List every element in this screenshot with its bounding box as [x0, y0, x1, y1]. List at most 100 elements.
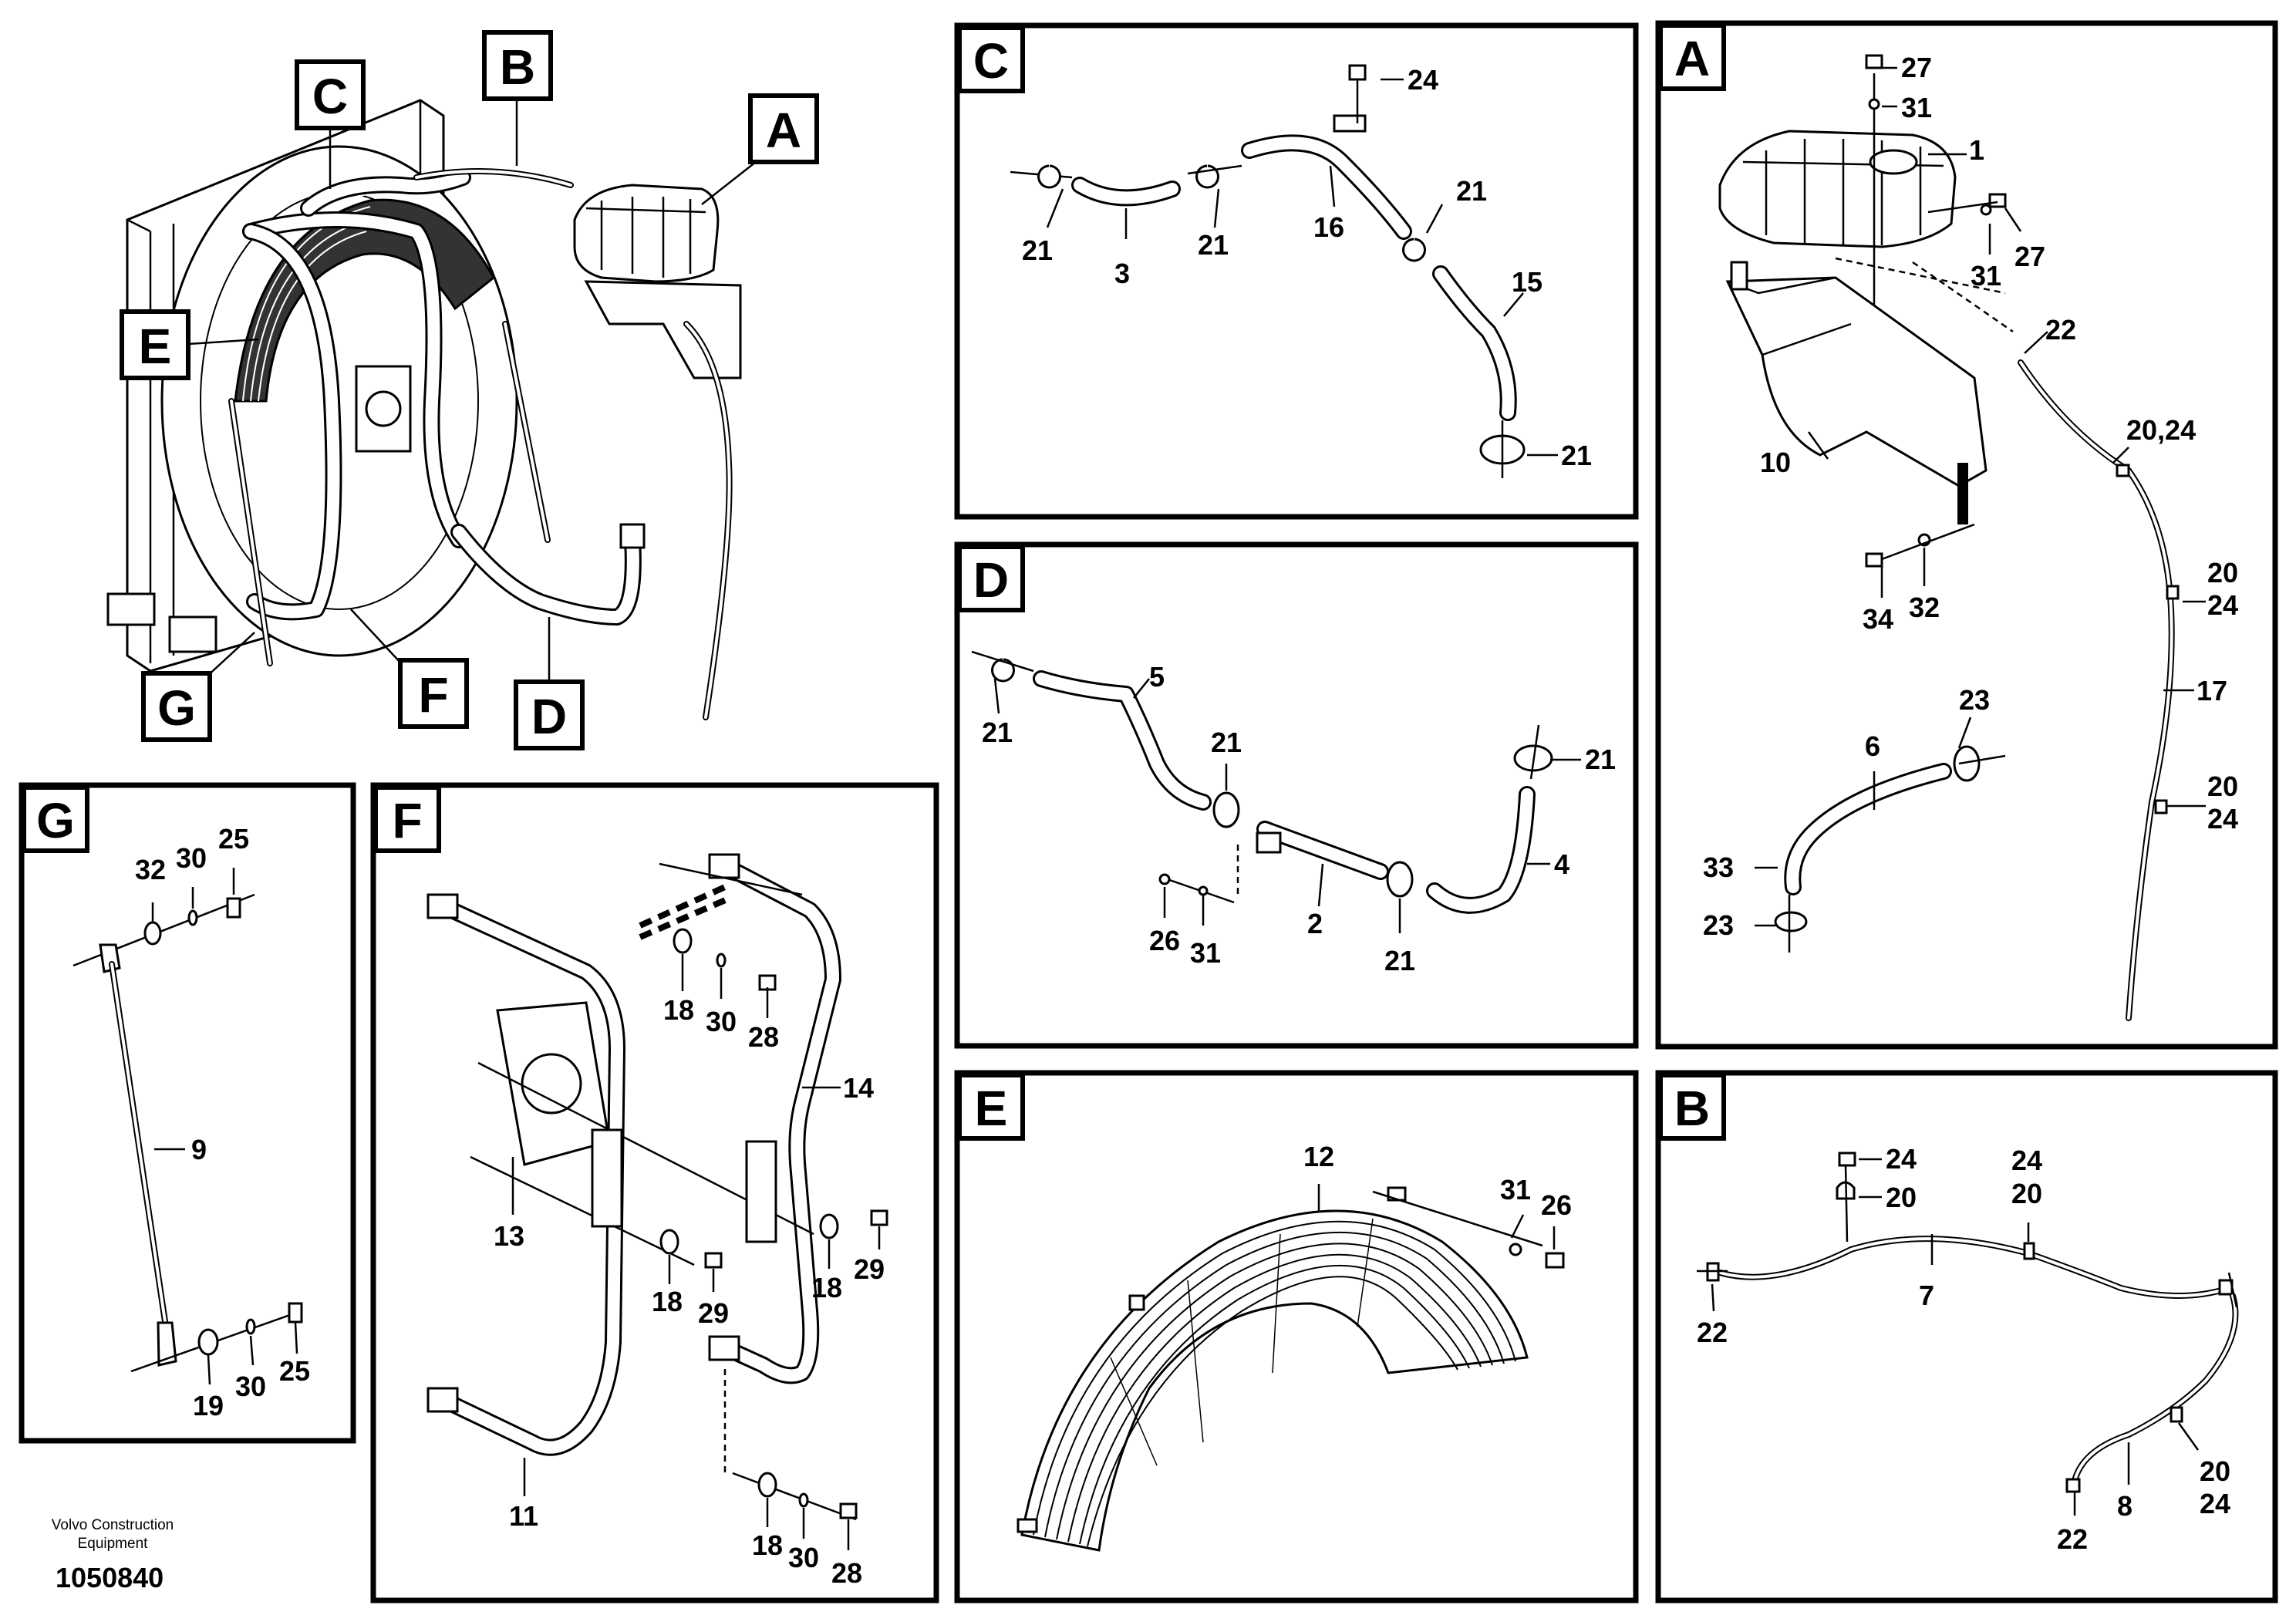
svg-text:21: 21 [1022, 234, 1053, 266]
panel-tag-e [957, 1073, 1025, 1141]
callout-letter-b: B [500, 39, 535, 95]
svg-text:2: 2 [1307, 908, 1323, 939]
svg-text:16: 16 [1313, 211, 1344, 243]
svg-text:31: 31 [1190, 937, 1221, 969]
svg-text:22: 22 [1697, 1317, 1728, 1348]
svg-text:22: 22 [2045, 314, 2076, 346]
svg-text:21: 21 [1585, 744, 1616, 775]
svg-text:17: 17 [2197, 675, 2227, 706]
svg-text:29: 29 [854, 1253, 885, 1285]
svg-text:20: 20 [1886, 1182, 1917, 1213]
footer: Volvo Construction Equipment 1050840 [52, 1517, 174, 1593]
svg-text:4: 4 [1554, 848, 1569, 880]
svg-text:23: 23 [1959, 684, 1990, 716]
callout-tag-b[interactable] [482, 30, 553, 101]
svg-text:F: F [392, 793, 422, 848]
panel-tag-d [957, 545, 1025, 612]
panel-g: G 32 30 25 9 19 30 25 [19, 782, 356, 1444]
callout-letter-e: E [139, 319, 172, 374]
svg-text:21: 21 [1211, 727, 1242, 758]
callout-tag-f[interactable] [398, 658, 469, 729]
svg-text:5: 5 [1149, 661, 1165, 693]
svg-text:33: 33 [1703, 851, 1734, 883]
svg-text:6: 6 [1865, 730, 1880, 762]
svg-text:9: 9 [191, 1134, 207, 1165]
callout-letter-d: D [531, 689, 567, 744]
svg-text:30: 30 [176, 842, 207, 874]
svg-text:26: 26 [1541, 1189, 1572, 1221]
svg-text:D: D [973, 552, 1009, 608]
overview-assembly [106, 99, 742, 720]
svg-text:21: 21 [1456, 175, 1487, 207]
svg-text:20: 20 [2207, 557, 2238, 588]
svg-text:29: 29 [698, 1297, 729, 1329]
brand-line-1: Volvo Construction [52, 1517, 174, 1533]
svg-text:27: 27 [2014, 241, 2045, 272]
panel-b: B 24 20 24 20 22 7 20 24 22 8 [1655, 1070, 2278, 1603]
svg-text:31: 31 [1500, 1174, 1531, 1206]
svg-text:7: 7 [1919, 1280, 1934, 1311]
overview-callouts: C B A E G F D [120, 30, 819, 750]
svg-text:12: 12 [1303, 1141, 1334, 1172]
svg-text:24: 24 [2011, 1145, 2042, 1176]
svg-text:B: B [1674, 1081, 1710, 1136]
callout-tag-g[interactable] [141, 671, 212, 742]
svg-text:18: 18 [752, 1529, 783, 1561]
svg-text:30: 30 [788, 1542, 819, 1573]
panel-tag-b [1658, 1073, 1726, 1141]
svg-text:30: 30 [706, 1006, 737, 1037]
svg-text:18: 18 [652, 1286, 683, 1317]
svg-text:G: G [36, 793, 75, 848]
panel-f: F [370, 782, 939, 1603]
svg-text:24: 24 [1408, 64, 1438, 96]
svg-text:1: 1 [1969, 134, 1984, 166]
svg-text:20: 20 [2207, 771, 2238, 802]
svg-text:25: 25 [218, 823, 249, 855]
svg-text:10: 10 [1760, 447, 1791, 478]
svg-text:34: 34 [1863, 603, 1893, 635]
svg-text:8: 8 [2117, 1490, 2132, 1522]
svg-text:28: 28 [831, 1557, 862, 1589]
callout-letter-c: C [312, 69, 348, 124]
callout-letter-f: F [418, 667, 448, 723]
svg-text:20: 20 [2011, 1178, 2042, 1209]
svg-text:21: 21 [1198, 229, 1229, 261]
svg-text:24: 24 [2207, 803, 2238, 835]
callout-letter-g: G [157, 680, 196, 736]
callout-tag-e[interactable] [120, 309, 190, 380]
svg-text:3: 3 [1114, 258, 1130, 289]
svg-text:18: 18 [663, 994, 694, 1026]
panel-d: D 5 21 21 21 2 4 26 31 21 [954, 541, 1639, 1049]
svg-text:26: 26 [1149, 925, 1180, 956]
svg-text:32: 32 [135, 854, 166, 885]
brand-line-2: Equipment [78, 1536, 149, 1552]
svg-text:24: 24 [2207, 589, 2238, 621]
callout-tag-c[interactable] [295, 59, 366, 130]
svg-text:11: 11 [509, 1500, 538, 1532]
svg-text:A: A [1674, 31, 1710, 86]
svg-text:13: 13 [494, 1220, 524, 1252]
svg-text:32: 32 [1909, 592, 1940, 623]
svg-text:21: 21 [1561, 440, 1592, 471]
svg-text:21: 21 [1384, 945, 1415, 976]
panel-tag-g [22, 785, 89, 853]
svg-text:23: 23 [1703, 909, 1734, 941]
svg-text:24: 24 [2200, 1488, 2230, 1519]
panel-c: C 24 21 21 3 16 21 15 21 [954, 22, 1639, 520]
svg-text:C: C [973, 33, 1009, 89]
svg-text:E: E [975, 1081, 1008, 1136]
callout-tag-d[interactable] [514, 679, 585, 750]
panel-a: A [1655, 20, 2278, 1050]
svg-text:22: 22 [2057, 1523, 2088, 1555]
callout-tag-a[interactable] [748, 93, 819, 164]
svg-text:21: 21 [982, 717, 1013, 748]
svg-text:15: 15 [1512, 266, 1542, 298]
panel-e: E 12 31 26 [954, 1070, 1639, 1603]
svg-text:20,24: 20,24 [2126, 414, 2196, 446]
callout-letter-a: A [766, 103, 801, 158]
svg-text:19: 19 [193, 1390, 224, 1421]
svg-text:25: 25 [279, 1355, 310, 1387]
svg-text:14: 14 [843, 1072, 874, 1104]
svg-text:31: 31 [1971, 260, 2001, 292]
